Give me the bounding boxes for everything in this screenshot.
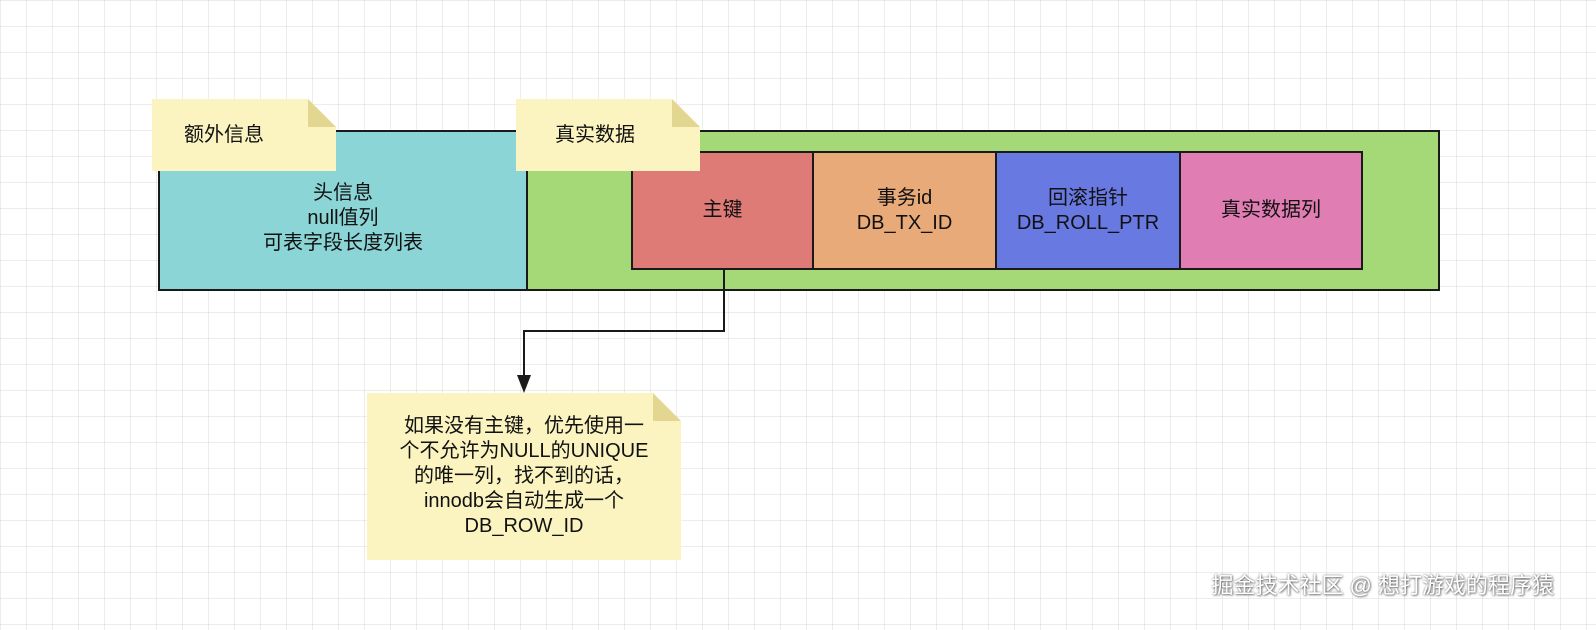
note-real-data: 真实数据: [516, 99, 700, 171]
note-primary-key-line-4: innodb会自动生成一个: [423, 490, 625, 512]
note-primary-key-line-2: 个不允许为NULL的UNIQUE: [399, 440, 649, 462]
column-real-data-label: 真实数据列: [1221, 199, 1321, 221]
column-roll-pointer: 回滚指针 DB_ROLL_PTR: [995, 151, 1181, 270]
header-info-line-1: 头信息: [313, 182, 373, 204]
column-roll-pointer-field: DB_ROLL_PTR: [1016, 211, 1160, 234]
note-real-data-text: 真实数据: [555, 123, 635, 146]
column-transaction-id-field: DB_TX_ID: [856, 211, 953, 234]
header-info-line-2: null值列: [307, 207, 379, 229]
note-primary-key-line-5: DB_ROW_ID: [464, 515, 584, 537]
header-info-line-3: 可表字段长度列表: [263, 232, 423, 254]
note-primary-key-line-1: 如果没有主键，优先使用一: [403, 415, 644, 437]
note-primary-key-line-3: 的唯一列，找不到的话，: [413, 465, 634, 487]
column-real-data: 真实数据列: [1179, 151, 1363, 270]
note-extra-info: 额外信息: [152, 99, 336, 171]
column-transaction-id-label: 事务id: [876, 186, 933, 209]
note-extra-info-text: 额外信息: [184, 123, 264, 146]
note-primary-key-fallback: 如果没有主键，优先使用一 个不允许为NULL的UNIQUE 的唯一列，找不到的话…: [367, 393, 681, 560]
column-transaction-id: 事务id DB_TX_ID: [812, 151, 997, 270]
column-roll-pointer-label: 回滚指针: [1048, 186, 1128, 209]
column-primary-key-label: 主键: [702, 199, 743, 221]
watermark-text: 掘金技术社区 @ 想打游戏的程序猿: [1211, 573, 1554, 598]
